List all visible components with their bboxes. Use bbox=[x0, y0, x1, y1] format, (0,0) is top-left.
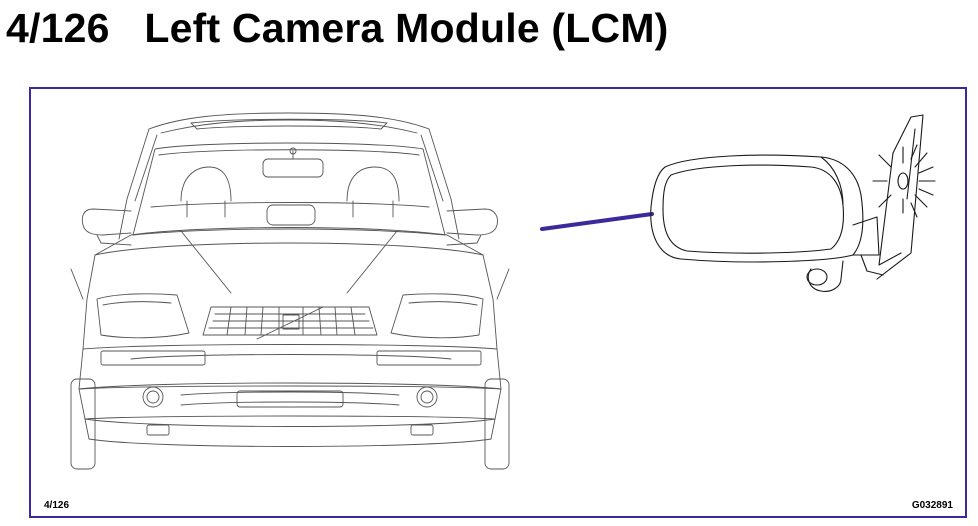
figure-frame: 4/126 G032891 bbox=[29, 87, 967, 518]
figure-code: G032891 bbox=[911, 500, 953, 511]
page-title: 4/126 Left Camera Module (LCM) bbox=[6, 5, 669, 51]
car-front-icon bbox=[70, 112, 510, 470]
camera-flash-icon bbox=[872, 144, 936, 218]
side-mirror-icon bbox=[650, 114, 936, 292]
figure-illustration bbox=[70, 112, 936, 470]
pointer-line bbox=[540, 212, 654, 231]
figure-page-ref: 4/126 bbox=[44, 500, 70, 511]
